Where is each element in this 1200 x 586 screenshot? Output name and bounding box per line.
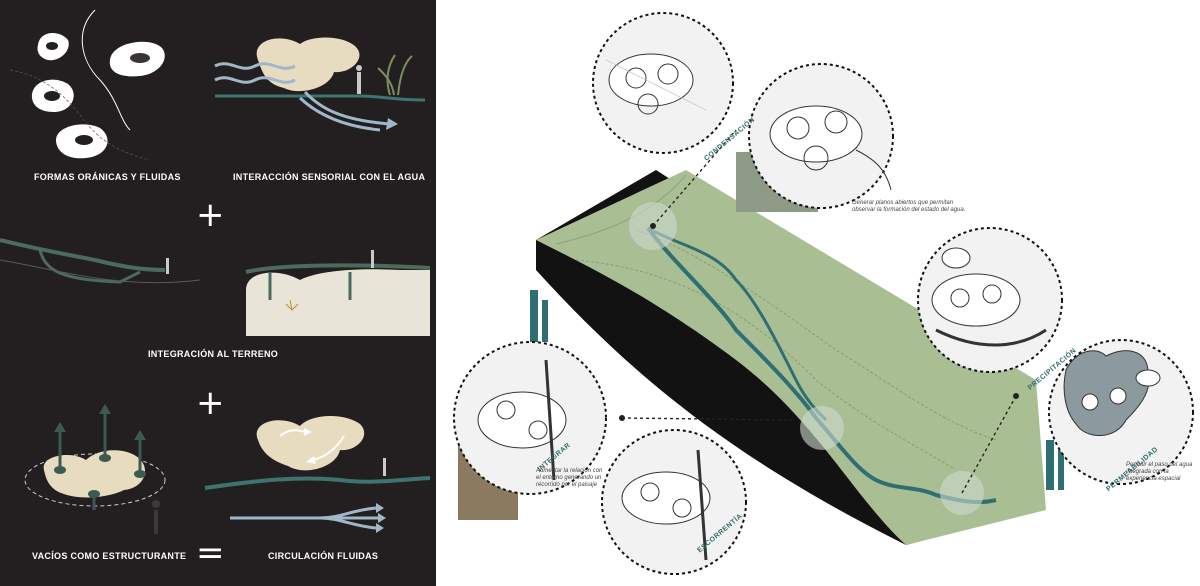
caption-terrain-integration: INTEGRACIÓN AL TERRENO — [148, 349, 279, 359]
circulation-drawing — [204, 415, 431, 533]
voids-drawing — [24, 404, 166, 534]
callout-condensacion-1 — [592, 12, 734, 154]
concept-drawings — [0, 9, 431, 534]
plus-operator-1: + — [196, 195, 225, 235]
water-interaction-drawing — [214, 37, 426, 132]
caption-organic-forms: FORMAS ORÁNICAS Y FLUIDAS — [34, 172, 181, 182]
concept-panel: FORMAS ORÁNICAS Y FLUIDAS INTERACCIÓN SE… — [0, 0, 436, 586]
teal-marker-left — [530, 290, 538, 342]
callout-permeabilidad — [1048, 339, 1194, 485]
caption-voids: VACÍOS COMO ESTRUCTURANTE — [32, 551, 187, 561]
terrain-integration-drawing — [0, 238, 431, 336]
callout-escorrentia — [601, 429, 747, 575]
site-diagram-panel: CONDENSACIÓN Generar planos abiertos que… — [436, 0, 1200, 586]
spot-escorrentia — [800, 406, 844, 450]
callout-precipitacion — [917, 227, 1063, 373]
terrain-illustration — [453, 12, 1194, 575]
note-integrar: Aumentar la relación con el entorno gene… — [536, 468, 603, 488]
callout-integrar — [453, 341, 607, 495]
note-permeabilidad: Permitir el paso del agua integrada con … — [1126, 462, 1193, 482]
terrain-surface — [536, 170, 1046, 545]
plus-operator-2: + — [196, 383, 225, 423]
caption-water-interaction: INTERACCIÓN SENSORIAL CON EL AGUA — [233, 172, 426, 182]
callout-condensacion-2 — [748, 63, 894, 209]
note-condensacion: Generar planos abiertos que permitan obs… — [852, 200, 966, 213]
teal-marker-right — [1046, 440, 1054, 490]
caption-circulation: CIRCULACIÓN FLUIDAS — [268, 551, 379, 561]
equals-operator: = — [196, 533, 225, 573]
organic-forms-drawing — [9, 9, 165, 161]
